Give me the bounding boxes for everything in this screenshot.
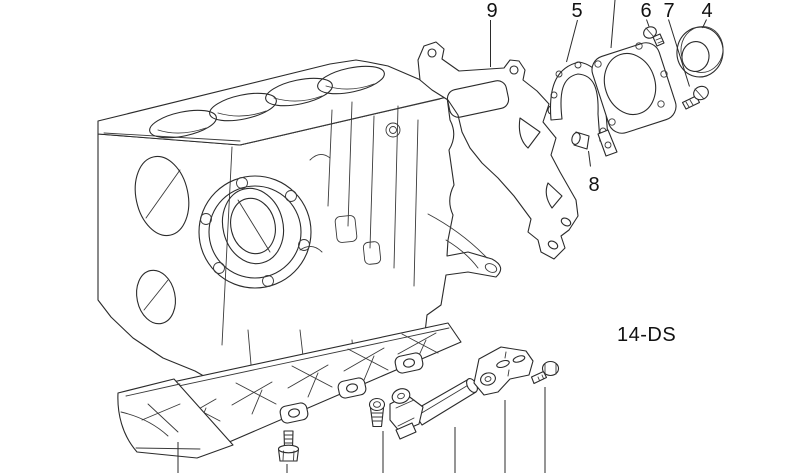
tray-mount-boss (279, 402, 309, 424)
bracket-bolt-part (530, 360, 560, 385)
seal-housing-part (591, 42, 677, 157)
socket-bolt-part (368, 397, 386, 428)
tray-mount-boss (337, 377, 367, 399)
callout-9[interactable]: 9 (486, 0, 497, 22)
callout-4[interactable]: 4 (701, 0, 712, 22)
leader-line-6 (646, 19, 650, 27)
tray-mount-boss (394, 352, 424, 374)
leader-line-4 (702, 19, 707, 29)
leader-lines (177, 0, 707, 473)
tray-front-scoop (117, 378, 234, 459)
leader-line-7 (668, 19, 690, 87)
callout-8[interactable]: 8 (588, 174, 599, 196)
cylinder-bores (149, 65, 385, 139)
callout-7[interactable]: 7 (663, 0, 674, 22)
baffle-bolt-part (277, 430, 300, 462)
bolt-7-part (681, 85, 709, 110)
leader-line-8 (588, 150, 591, 167)
leader-line-cropped-callout (610, 0, 616, 49)
crankcase-front-face (198, 175, 312, 289)
block-rib-details (247, 101, 498, 389)
position-sensor-part (389, 378, 478, 440)
dowel-pin-part (571, 131, 590, 150)
left-face-openings (134, 155, 190, 325)
oil-baffle-tray-part (117, 322, 462, 459)
engine-block-drawing (97, 59, 502, 398)
shaft-seal-part (676, 26, 724, 78)
sensor-bracket-part (473, 346, 534, 396)
callout-5[interactable]: 5 (571, 0, 582, 22)
bolt-6-part (643, 26, 665, 47)
leader-line-5 (566, 19, 578, 63)
callout-6[interactable]: 6 (640, 0, 651, 22)
end-plate-part (417, 41, 579, 260)
section-code: 14-DS (617, 324, 676, 346)
